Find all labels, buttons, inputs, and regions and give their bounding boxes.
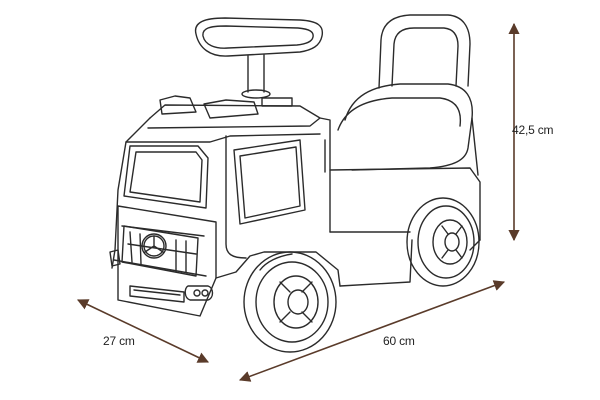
front-plate <box>129 285 185 303</box>
front-grille <box>121 225 199 277</box>
seat <box>324 83 479 176</box>
width-label: 27 cm <box>103 334 135 348</box>
width-dimension-arrow <box>76 299 210 363</box>
length-label: 60 cm <box>383 334 415 348</box>
front-wheel <box>243 251 337 353</box>
height-label: 42,5 cm <box>512 123 554 137</box>
three-pointed-star-emblem <box>141 233 167 259</box>
seat-backrest <box>378 14 471 89</box>
truck-cab <box>111 95 331 317</box>
steering-wheel <box>194 17 324 99</box>
rear-wheel <box>406 197 480 287</box>
length-dimension-arrow <box>238 280 506 382</box>
truck-outline <box>109 14 481 353</box>
